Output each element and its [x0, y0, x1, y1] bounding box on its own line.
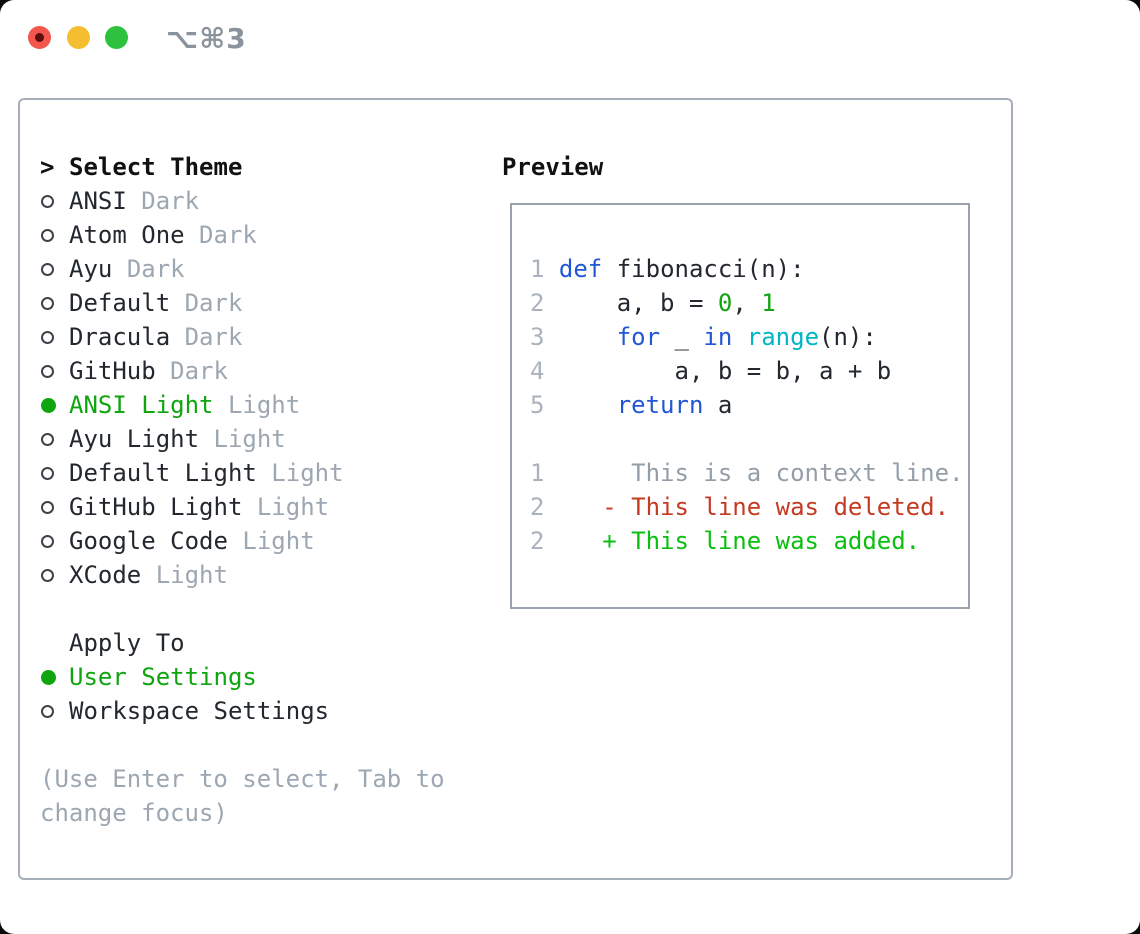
theme-variant-tag: Dark: [170, 357, 228, 385]
theme-variant-tag: Light: [271, 459, 344, 487]
radio-icon: [40, 568, 69, 582]
radio-icon: [40, 466, 69, 480]
radio-icon: [40, 364, 69, 378]
diff-line: 2 - This line was deleted.: [530, 493, 950, 521]
radio-icon: [40, 432, 69, 446]
code-line: 3 for _ in range(n):: [530, 323, 877, 351]
option-label: Dracula: [69, 323, 171, 351]
theme-option[interactable]: GitHub Dark: [40, 354, 445, 388]
theme-variant-tag: Dark: [126, 255, 185, 283]
radio-icon: [40, 194, 69, 208]
hint-text: (Use Enter to select, Tab to change focus…: [40, 762, 445, 830]
theme-variant-tag: Light: [227, 391, 301, 419]
option-label: Google Code: [69, 527, 228, 555]
theme-option[interactable]: GitHub Light Light: [40, 490, 445, 524]
hint-line: change focus): [40, 799, 228, 827]
theme-variant-tag: Dark: [184, 323, 243, 351]
theme-variant-tag: Light: [242, 527, 315, 555]
option-label: Ayu Light: [69, 425, 200, 453]
radio-selected-icon: [40, 397, 69, 413]
preview-code: 1 def fibonacci(n): 2 a, b = 0, 1 3 for _ …: [530, 252, 964, 558]
code-line: 4 a, b = b, a + b: [530, 357, 892, 385]
select-theme-heading-label: Select Theme: [69, 153, 243, 181]
radio-icon: [40, 228, 69, 242]
apply-to-label: Apply To: [69, 629, 185, 657]
theme-variant-tag: Dark: [199, 221, 257, 249]
radio-icon: [40, 296, 69, 310]
option-label: Atom One: [69, 221, 185, 249]
titlebar: ⌥⌘3: [0, 0, 1140, 74]
zoom-button-icon[interactable]: [105, 26, 128, 49]
theme-variant-tag: Light: [213, 425, 286, 453]
code-sample: 1 def fibonacci(n): 2 a, b = 0, 1 3 for _ …: [530, 252, 964, 422]
code-line: 1 def fibonacci(n):: [530, 255, 805, 283]
radio-icon: [40, 500, 69, 514]
hint-line: (Use Enter to select, Tab to: [40, 765, 445, 793]
radio-icon: [40, 262, 69, 276]
option-label: Default: [69, 289, 171, 317]
diff-line: 2 + This line was added.: [530, 527, 921, 555]
option-label: Default Light: [69, 459, 257, 487]
radio-icon: [40, 704, 69, 718]
theme-option[interactable]: XCode Light: [40, 558, 445, 592]
spacer: [530, 422, 964, 456]
radio-icon: [40, 534, 69, 548]
code-line: 2 a, b = 0, 1: [530, 289, 776, 317]
theme-option[interactable]: ANSI Dark: [40, 184, 445, 218]
theme-option[interactable]: Google Code Light: [40, 524, 445, 558]
option-label: Workspace Settings: [69, 697, 330, 725]
theme-option[interactable]: Default Dark: [40, 286, 445, 320]
theme-option[interactable]: Ayu Light Light: [40, 422, 445, 456]
theme-variant-tag: Dark: [141, 187, 200, 215]
option-label: ANSI Light: [69, 391, 214, 419]
preview-heading: Preview: [502, 153, 604, 181]
theme-variant-tag: Light: [256, 493, 330, 521]
option-label: Ayu: [69, 255, 113, 283]
minimize-button-icon[interactable]: [67, 26, 90, 49]
option-label: XCode: [69, 561, 142, 589]
theme-option[interactable]: Atom One Dark: [40, 218, 445, 252]
focus-caret-icon: >: [40, 153, 55, 181]
theme-option[interactable]: ANSI Light Light: [40, 388, 445, 422]
option-label: User Settings: [69, 663, 257, 691]
preview-box: 1 def fibonacci(n): 2 a, b = 0, 1 3 for _ …: [510, 203, 970, 609]
spacer: [40, 592, 445, 626]
theme-option[interactable]: Default Light Light: [40, 456, 445, 490]
theme-option[interactable]: Dracula Dark: [40, 320, 445, 354]
apply-to-option[interactable]: User Settings: [40, 660, 445, 694]
theme-option[interactable]: Ayu Dark: [40, 252, 445, 286]
option-label: GitHub Light: [69, 493, 243, 521]
code-line: 5 return a: [530, 391, 733, 419]
option-label: ANSI: [69, 187, 127, 215]
option-label: GitHub: [69, 357, 156, 385]
theme-variant-tag: Dark: [184, 289, 243, 317]
diff-sample: 1 This is a context line. 2 - This line w…: [530, 456, 964, 558]
select-theme-heading: > Select Theme: [40, 150, 445, 184]
apply-to-heading: Apply To: [40, 626, 445, 660]
radio-selected-icon: [40, 669, 69, 685]
radio-icon: [40, 330, 69, 344]
apply-to-option[interactable]: Workspace Settings: [40, 694, 445, 728]
close-button-icon[interactable]: [28, 26, 51, 49]
window-shortcut-label: ⌥⌘3: [166, 22, 247, 55]
diff-line: 1 This is a context line.: [530, 459, 964, 487]
theme-variant-tag: Light: [155, 561, 228, 589]
spacer: [40, 728, 445, 762]
